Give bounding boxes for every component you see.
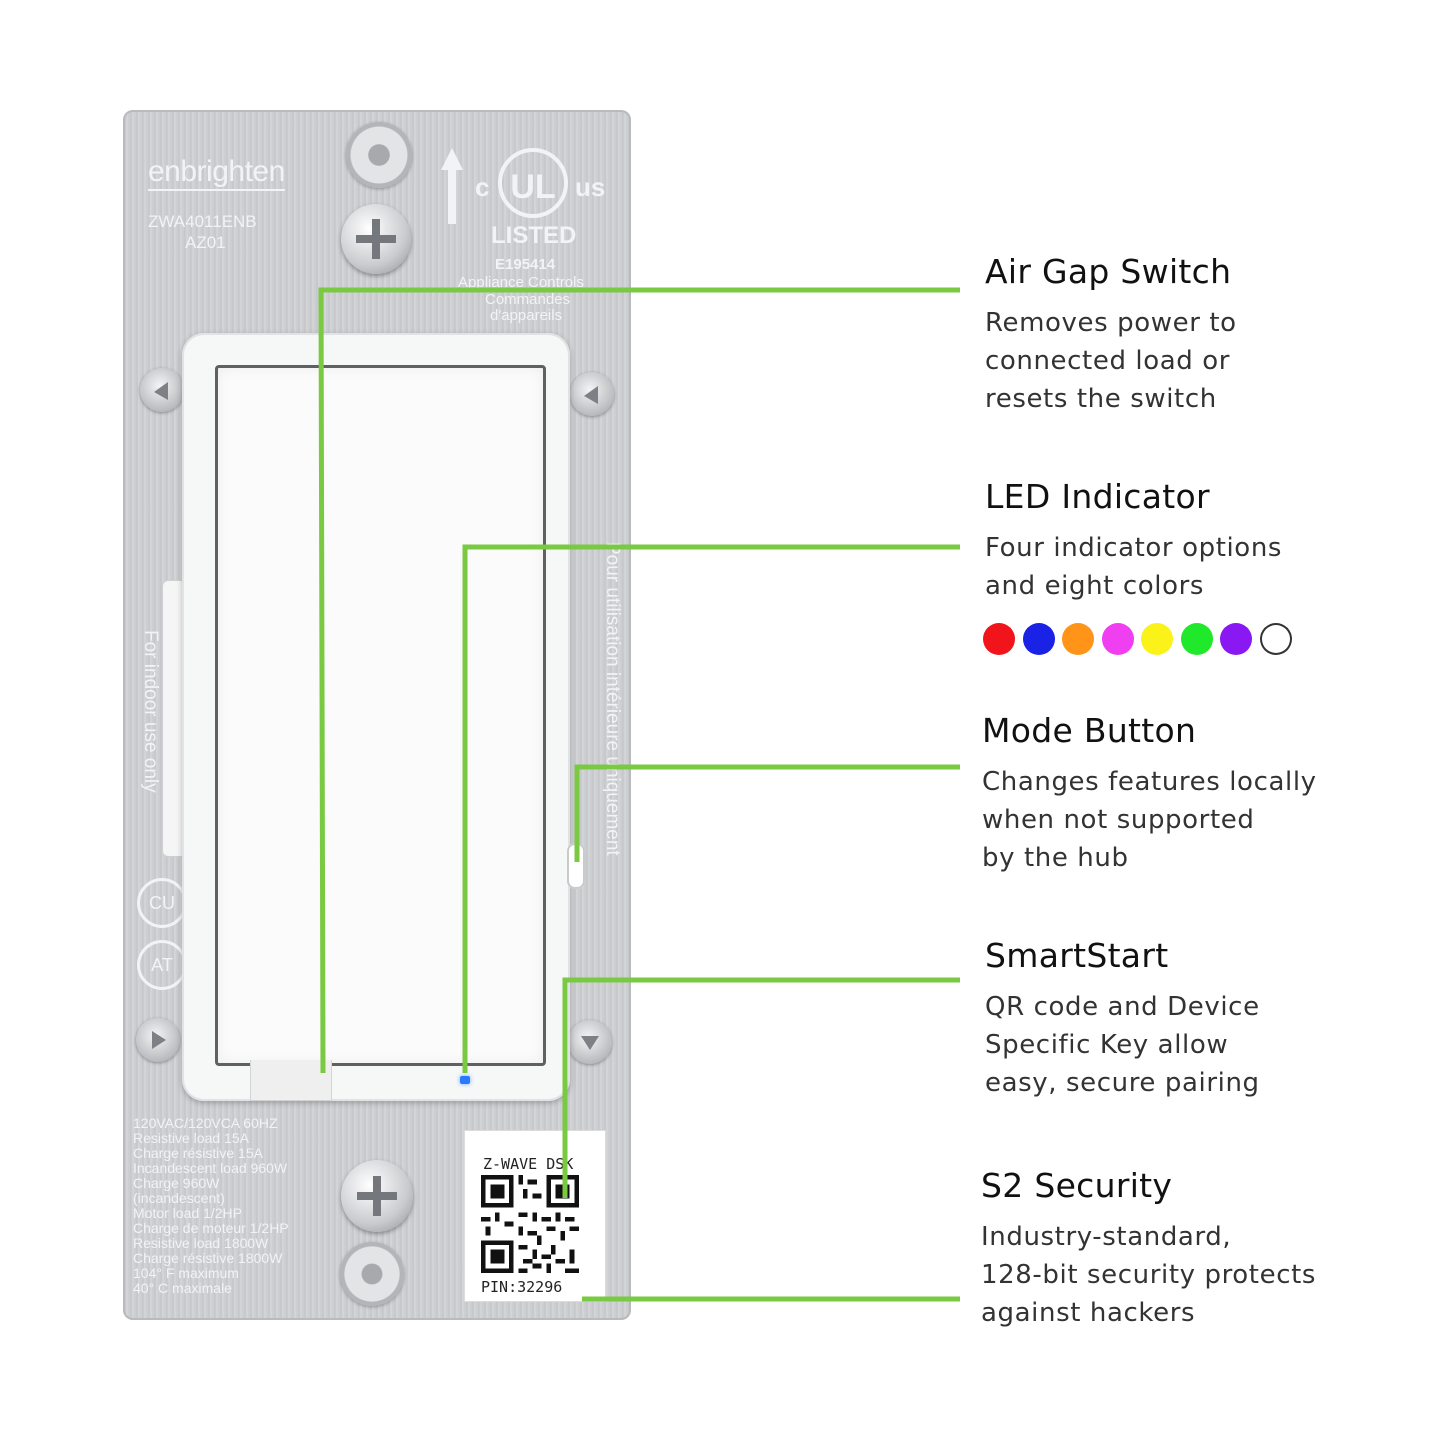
air-gap-switch[interactable] (250, 1060, 332, 1101)
led-indicator (460, 1076, 470, 1084)
top-mounting-hole (346, 122, 412, 188)
callout-title: Mode Button (982, 711, 1197, 750)
rating-line: 120VAC/120VCA 60HZ (133, 1115, 278, 1131)
top-screw-icon (341, 204, 411, 274)
rating-line: Charge résistive 1800W (133, 1250, 283, 1266)
bottom-mounting-hole (340, 1242, 404, 1306)
mode-button[interactable] (567, 843, 585, 889)
qr-label: Z-WAVE DSK PIN:32296 (465, 1131, 605, 1301)
callout-title: SmartStart (985, 936, 1169, 975)
indoor-use-english: For indoor use only (140, 630, 161, 793)
led-color-swatch (1062, 623, 1094, 655)
leader-line-mode-button (574, 764, 960, 862)
callout-title: LED Indicator (985, 477, 1210, 516)
electrical-ratings: 120VAC/120VCA 60HZ Resistive load 15A Ch… (133, 1116, 289, 1296)
bottom-screw-icon (341, 1160, 413, 1232)
callout-description: Four indicator options and eight colors (985, 533, 1283, 601)
rating-line: 40° C maximale (133, 1280, 232, 1296)
callout-description: Changes features locally when not suppor… (982, 767, 1317, 873)
model-number: ZWA4011ENB (148, 212, 257, 231)
callout-description: QR code and Device Specific Key allow ea… (985, 992, 1260, 1098)
callout-description: Removes power to connected load or reset… (985, 308, 1237, 414)
callout-title: S2 Security (981, 1166, 1173, 1205)
callout-smartstart: SmartStart QR code and Device Specific K… (985, 936, 1445, 1102)
switch-side-strip (162, 580, 185, 857)
ul-logo: UL (498, 148, 568, 218)
ul-file-number: E195414 (495, 256, 556, 273)
rocker-paddle[interactable] (215, 365, 546, 1066)
qr-label-title: Z-WAVE DSK (483, 1155, 574, 1173)
callout-s2-security: S2 Security Industry-standard, 128-bit s… (981, 1166, 1441, 1332)
ul-listed-text: LISTED (491, 222, 577, 249)
up-arrow-icon (441, 148, 463, 224)
rating-line: Motor load 1/2HP (133, 1205, 242, 1221)
led-color-swatch (1141, 623, 1173, 655)
led-color-swatch (1220, 623, 1252, 655)
triangle-right-icon (136, 1018, 180, 1062)
callout-description: Industry-standard, 128-bit security prot… (981, 1222, 1317, 1328)
rating-line: (incandescent) (133, 1190, 225, 1206)
led-color-swatch (1022, 623, 1055, 655)
cert-at-mark: AT (137, 940, 187, 990)
ul-c-mark: c (475, 172, 490, 202)
qr-pin: PIN:32296 (481, 1278, 563, 1296)
callout-led-indicator: LED Indicator Four indicator options and… (985, 477, 1445, 605)
rating-line: Charge 960W (133, 1175, 220, 1191)
ul-category-fr-2: d'appareils (490, 307, 563, 324)
model-revision: AZ01 (185, 233, 226, 252)
rating-line: Resistive load 1800W (133, 1235, 269, 1251)
triangle-up-icon (140, 368, 184, 412)
rating-line: 104° F maximum (133, 1265, 239, 1281)
triangle-left-icon (570, 372, 614, 416)
ul-category-fr-1: Commandes (485, 291, 571, 308)
led-color-swatch (983, 623, 1015, 655)
triangle-down-icon (568, 1020, 612, 1064)
led-color-swatch (1101, 623, 1134, 655)
rating-line: Resistive load 15A (133, 1130, 249, 1146)
led-color-swatch (1259, 623, 1292, 655)
rating-line: Incandescent load 960W (133, 1160, 288, 1176)
ul-category-en: Appliance Controls (458, 274, 584, 291)
cert-cu-mark: CU (137, 878, 187, 928)
indoor-use-french: Pour utilisation intérieure uniquement (602, 542, 623, 856)
rating-line: Charge résistive 15A (133, 1145, 263, 1161)
callout-air-gap: Air Gap Switch Removes power to connecte… (985, 252, 1445, 418)
brand-logo: enbrighten (148, 155, 285, 191)
qr-code-icon (481, 1175, 579, 1273)
callout-mode-button: Mode Button Changes features locally whe… (982, 711, 1442, 877)
rating-line: Charge de moteur 1/2HP (133, 1220, 289, 1236)
led-color-swatch (1180, 623, 1213, 655)
ul-us-mark: us (575, 172, 606, 202)
callout-title: Air Gap Switch (985, 252, 1232, 291)
